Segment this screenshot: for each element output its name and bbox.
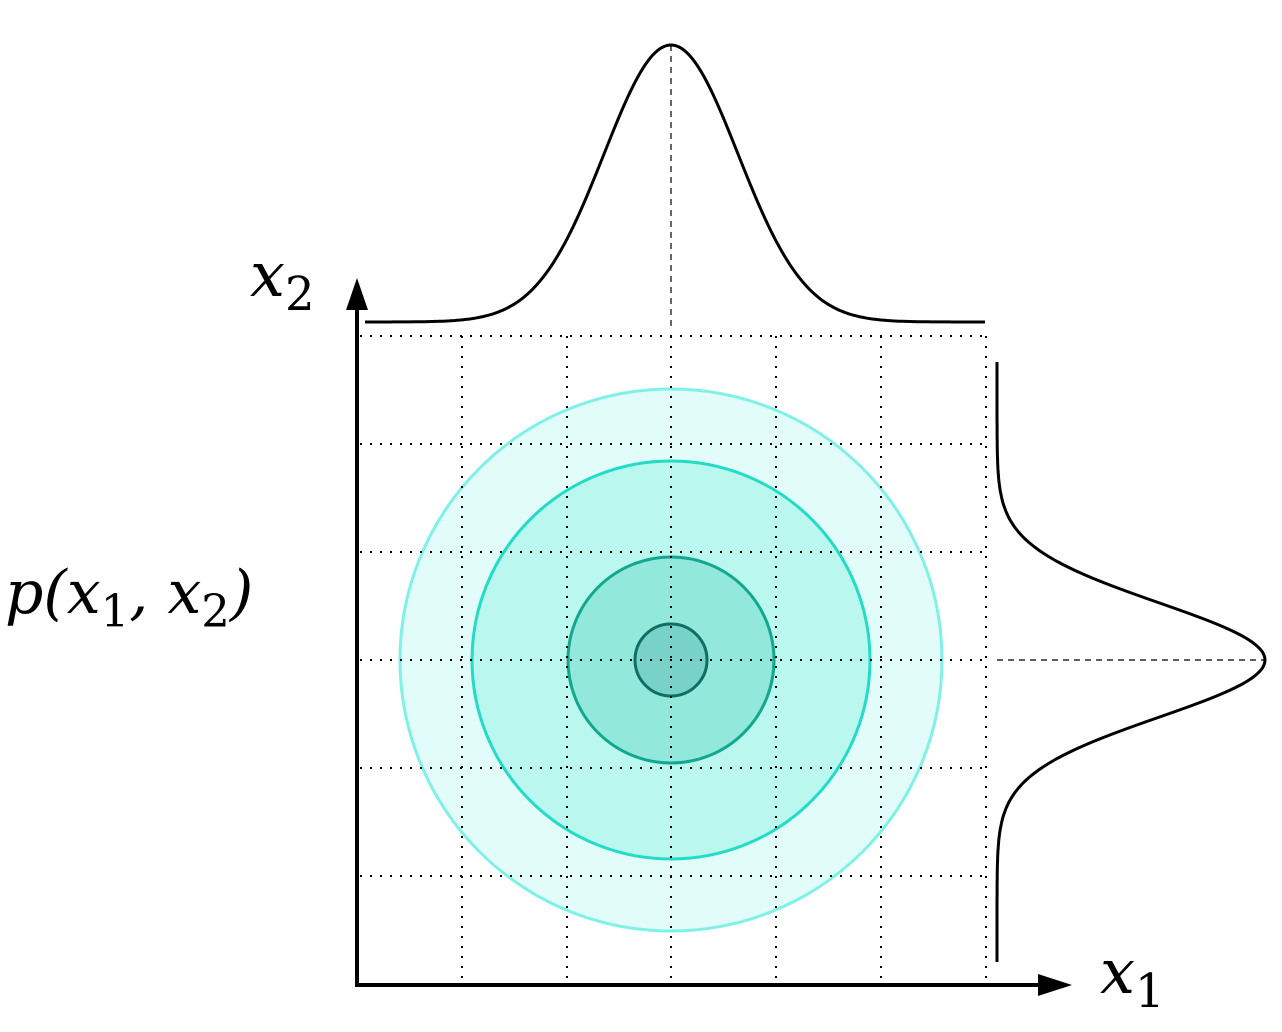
y-axis-arrowhead [346, 278, 368, 310]
marginal-x2-curve [995, 362, 1267, 962]
dotted-grid [360, 335, 990, 985]
joint-density-label: p(x1, x2) [5, 558, 254, 638]
x-axis-arrowhead [1038, 974, 1072, 996]
x1-axis-label: x1 [1100, 935, 1165, 1018]
marginal-x1-curve [365, 43, 985, 324]
x2-axis-label: x2 [250, 238, 315, 321]
